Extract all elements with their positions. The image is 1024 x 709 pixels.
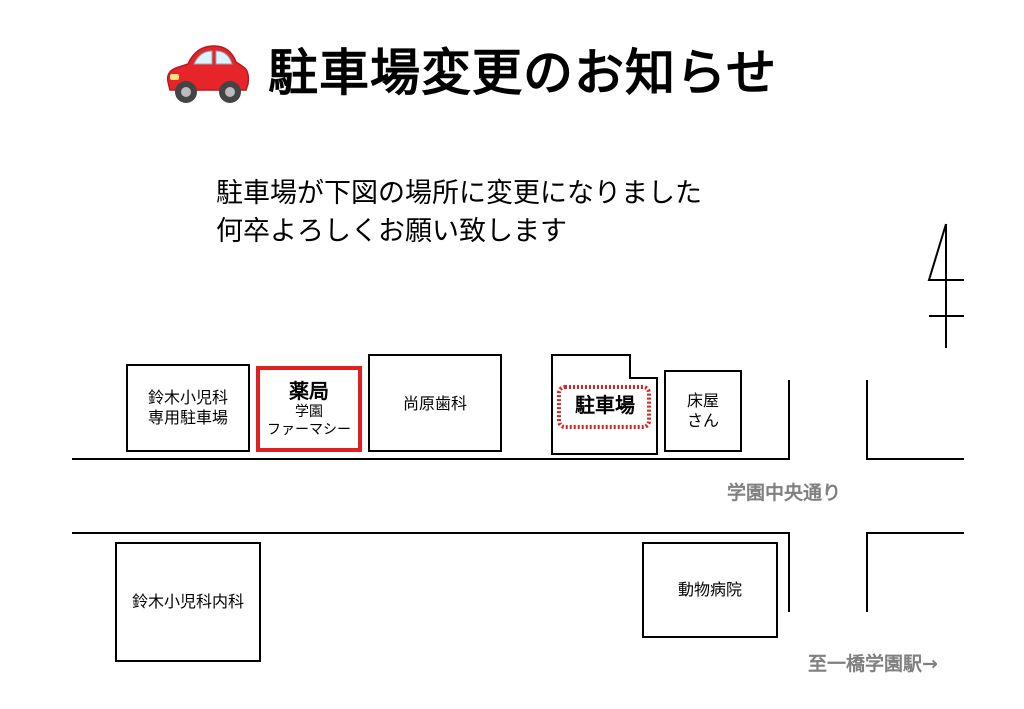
- page-title: 駐車場変更のお知らせ: [268, 44, 777, 102]
- pharmacy-sub-label: ファーマシー: [267, 422, 351, 438]
- building-label: さん: [686, 411, 719, 430]
- building-label: 床屋: [686, 391, 719, 410]
- building-barber: 床屋 さん: [664, 370, 742, 452]
- building-label: 専用駐車場: [147, 408, 228, 427]
- building-suzuki-clinic: 鈴木小児科内科: [115, 542, 261, 662]
- road-upper-line-left: [72, 458, 790, 460]
- notice-line-2: 何卒よろしくお願い致します: [216, 216, 567, 247]
- building-label: 鈴木小児科: [147, 388, 228, 407]
- cross-road-left-upper: [788, 380, 790, 460]
- building-pharmacy: 薬局 学園 ファーマシー: [256, 366, 362, 452]
- building-new-parking-outline: [551, 354, 658, 455]
- car-icon: [166, 45, 250, 103]
- road-lower-line-left: [72, 532, 790, 534]
- building-naohara-dental: 尚原歯科: [368, 354, 502, 452]
- north-arrow-icon: [927, 223, 964, 348]
- station-direction-label: 至一橋学園駅→: [808, 653, 938, 675]
- notice-line-1: 駐車場が下図の場所に変更になりました: [216, 178, 702, 209]
- building-animal-hospital: 動物病院: [642, 542, 778, 638]
- building-label: 鈴木小児科内科: [131, 592, 244, 611]
- new-parking-label: 駐車場: [575, 393, 635, 417]
- cross-road-right-lower: [866, 532, 868, 612]
- building-label: 動物病院: [677, 580, 742, 599]
- road-upper-line-right: [866, 458, 964, 460]
- pharmacy-sub-label: 学園: [295, 404, 323, 420]
- building-suzuki-parking: 鈴木小児科 専用駐車場: [126, 364, 250, 452]
- pharmacy-name: 薬局: [289, 379, 329, 403]
- road-lower-line-right: [866, 532, 964, 534]
- cross-road-left-lower: [788, 532, 790, 612]
- building-label: 尚原歯科: [402, 394, 467, 413]
- street-name-label: 学園中央通り: [727, 482, 842, 504]
- cross-road-right-upper: [866, 380, 868, 460]
